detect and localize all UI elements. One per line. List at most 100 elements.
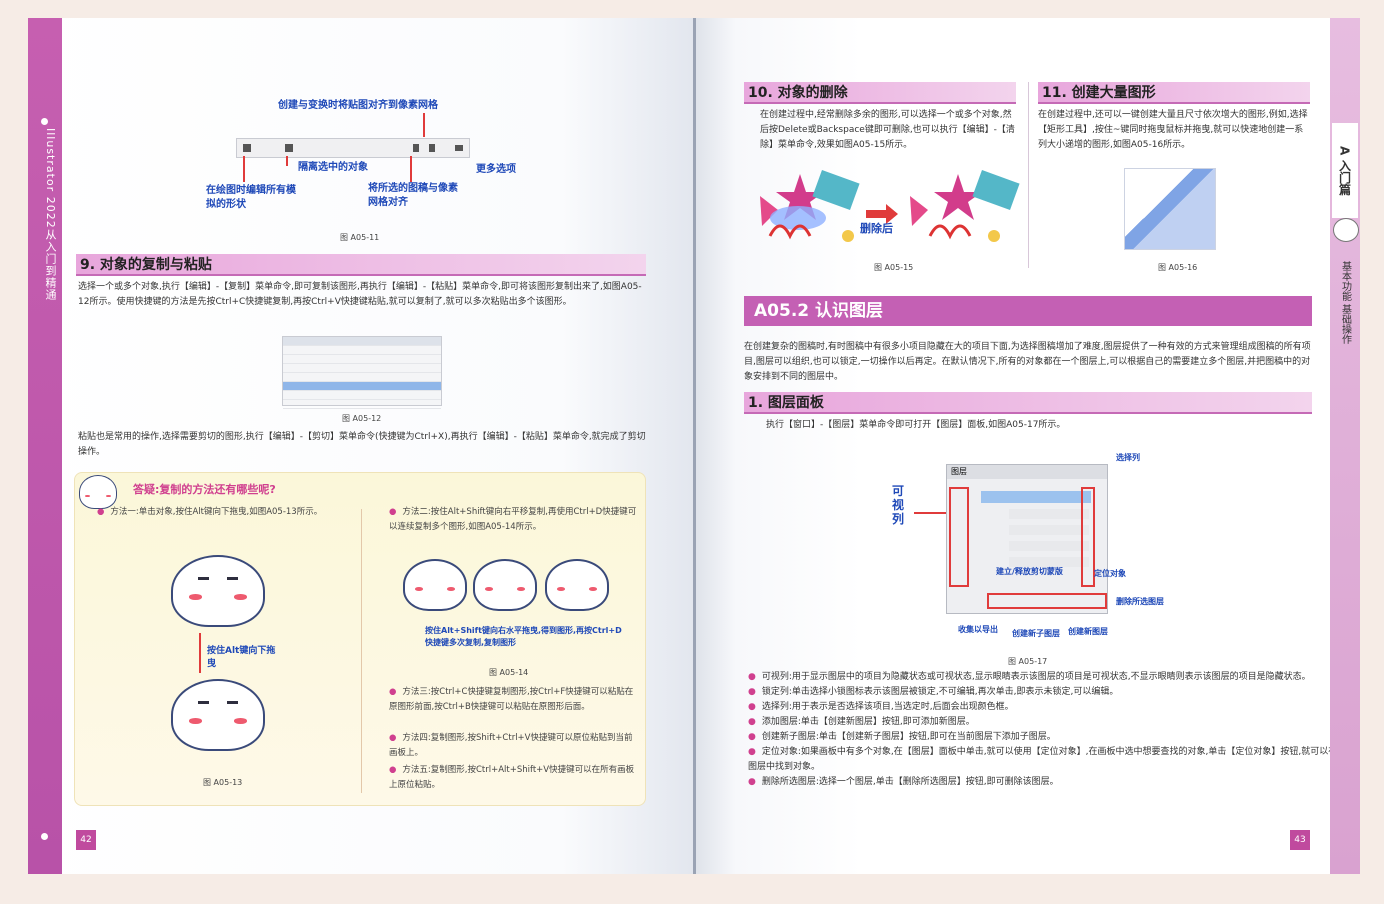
arrow-visible [914, 512, 946, 514]
ghost-row-1 [403, 559, 467, 611]
ghost-blush [234, 594, 247, 600]
bullet-item: ●锁定列:单击选择小锁图标表示该图层被锁定,不可编辑,再次单击,即表示未锁定,可… [748, 685, 1338, 700]
ghost-eye [198, 577, 209, 580]
label-new-layer: 创建新图层 [1068, 627, 1108, 636]
bullet-icon: ● [389, 733, 397, 743]
bullet-icon: ● [389, 765, 397, 775]
mascot-blush [85, 494, 91, 498]
ghost-blush [484, 587, 493, 592]
layers-panel-screenshot: 图层 [946, 464, 1108, 614]
layers-panel-title: 图层 [947, 465, 1107, 479]
bullet-icon: ● [748, 777, 756, 787]
caption-fig-14: 图 A05-14 [489, 668, 529, 677]
part-tab: A 入门篇 [1332, 123, 1358, 218]
method-4-text: 方法四:复制图形,按Shift+Ctrl+V快捷键可以原位粘贴到当前画板上。 [389, 733, 633, 758]
page-number-left: 42 [76, 830, 96, 850]
label-select-column: 选择列 [1116, 453, 1140, 462]
ghost-eye [227, 701, 238, 704]
ghost-blush [517, 587, 526, 592]
ghost-blush [414, 587, 423, 592]
chapter-tab: 基本功能 基础操作 [1339, 261, 1351, 345]
label-delete-layer: 删除所选图层 [1116, 597, 1164, 606]
callout-arrow-1 [243, 156, 245, 182]
drag-arrow [199, 633, 201, 673]
layer-row-selected [981, 491, 1091, 503]
label-locate-object: 定位对象 [1094, 569, 1126, 578]
bullet-item: ●选择列:用于表示是否选择该项目,当选定时,后面会出现颜色框。 [748, 700, 1338, 715]
menu-bar [283, 337, 441, 346]
ghost-original [171, 555, 265, 627]
bullet-icon: ● [748, 747, 756, 757]
label-new-sublayer: 创建新子图层 [1012, 629, 1060, 638]
layers-bullet-list: ●可视列:用于显示图层中的项目为隐藏状态或可视状态,显示眼睛表示该图层的项目是可… [748, 670, 1338, 790]
fig14-label: 按住Alt+Shift键向右水平拖曳,得到图形,再按Ctrl+D快捷键多次复制,… [425, 626, 622, 647]
layer-row [1009, 525, 1089, 535]
ghost-copy [171, 679, 265, 751]
right-edge-strip: A 入门篇 基本功能 基础操作 [1330, 18, 1360, 874]
fig13-label: 按住Alt键向下拖曳 [207, 646, 276, 669]
bullet-icon: ● [389, 507, 397, 517]
ghost-blush [556, 587, 565, 592]
tip-method-5: ●方法五:复制图形,按Ctrl+Alt+Shift+V快捷键可以在所有画板上原位… [389, 763, 639, 793]
mascot-icon [1333, 218, 1359, 242]
tip-method-2: ●方法二:按住Alt+Shift键向右平移复制,再使用Ctrl+D快捷键可以连续… [389, 505, 639, 535]
layer-row [1009, 557, 1089, 567]
tip-box: 答疑:复制的方法还有哪些呢? ● 方法一:单击对象,按住Alt键向下拖曳,如图A0… [74, 472, 646, 806]
section-11-paragraph: 在创建过程中,还可以一键创建大量且尺寸依次增大的图形,例如,选择【矩形工具】,按… [1038, 110, 1308, 150]
ghost-blush [589, 587, 598, 592]
callout-edit-shapes: 在绘图时编辑所有模拟的形状 [206, 185, 296, 210]
delete-figure-art: 删除后 [750, 166, 1020, 256]
bullet-item: ●可视列:用于显示图层中的项目为隐藏状态或可视状态,显示眼睛表示该图层的项目是可… [748, 670, 1338, 685]
callout-isolate-selected: 隔离选中的对象 [298, 162, 368, 173]
bullet-icon: ● [748, 732, 756, 742]
label-visible-column: 可视列 [892, 484, 905, 526]
section-a052-paragraph: 在创建复杂的图稿时,有时图稿中有很多小项目隐藏在大的项目下面,为选择图稿增加了难… [744, 342, 1311, 382]
edit-menu-screenshot [282, 336, 442, 409]
bullet-icon: ● [97, 507, 105, 517]
bullet-text: 创建新子图层:单击【创建新子图层】按钮,即可在当前图层下添加子图层。 [761, 732, 1056, 742]
toolbar-figure-11 [236, 138, 470, 158]
after-delete-label: 删除后 [860, 222, 893, 235]
caption-fig-12: 图 A05-12 [342, 414, 382, 423]
section-a052-heading: A05.2 认识图层 [744, 296, 1312, 326]
ghost-blush [234, 718, 247, 724]
bullet-icon: ● [748, 672, 756, 682]
tip-title: 答疑:复制的方法还有哪些呢? [133, 483, 276, 496]
mascot-blush [105, 494, 111, 498]
caption-fig-13: 图 A05-13 [203, 778, 243, 787]
method-1-text: 方法一:单击对象,按住Alt键向下拖曳,如图A05-13所示。 [110, 507, 323, 517]
method-3-text: 方法三:按Ctrl+C快捷键复制图形,按Ctrl+F快捷键可以粘贴在原图形前面,… [389, 687, 634, 712]
ghost-eye [227, 577, 238, 580]
menu-row [283, 364, 441, 373]
menu-row [283, 373, 441, 382]
left-page: Illustrator 2022从入门到精通 创建与变换时将贴图对齐到像素网格 … [28, 18, 696, 874]
toolbar-icons [243, 144, 463, 152]
ghost-blush [189, 718, 202, 724]
bullet-icon: ● [389, 687, 397, 697]
strip-dot-top [41, 118, 48, 125]
right-page: 10. 对象的删除 在创建过程中,经常删除多余的图形,可以选择一个或多个对象,然… [696, 18, 1360, 874]
tip-divider [361, 509, 362, 793]
page-number-right: 43 [1290, 830, 1310, 850]
menu-row [283, 355, 441, 364]
tip-method-3: ●方法三:按Ctrl+C快捷键复制图形,按Ctrl+F快捷键可以粘贴在原图形前面… [389, 685, 639, 715]
section-9-paragraph: 选择一个或多个对象,执行【编辑】-【复制】菜单命令,即可复制该图形,再执行【编辑… [78, 282, 642, 307]
bullet-icon: ● [748, 687, 756, 697]
spine-title: Illustrator 2022从入门到精通 [44, 128, 57, 301]
bullet-text: 删除所选图层:选择一个图层,单击【删除所选图层】按钮,即可删除该图层。 [761, 777, 1059, 787]
callout-align-selected: 将所选的图稿与像素网格对齐 [368, 183, 458, 208]
layer-row [1009, 541, 1089, 551]
panel-buttons-highlight [987, 593, 1107, 609]
visible-column-highlight [949, 487, 969, 587]
section-9-heading: 9. 对象的复制与粘贴 [76, 254, 646, 276]
ghost-eye [198, 701, 209, 704]
menu-row [283, 400, 441, 409]
callout-more-options: 更多选项 [476, 164, 516, 175]
tip-method-4: ●方法四:复制图形,按Shift+Ctrl+V快捷键可以原位粘贴到当前画板上。 [389, 731, 639, 761]
label-clipping-mask: 建立/释放剪切蒙版 [996, 567, 1063, 576]
bullet-text: 添加图层:单击【创建新图层】按钮,即可添加新图层。 [761, 717, 975, 727]
bullet-item: ● 创建新子图层:单击【创建新子图层】按钮,即可在当前图层下添加子图层。 [748, 730, 1338, 745]
bullet-icon: ● [748, 702, 756, 712]
delete-illustration [760, 170, 1020, 242]
method-5-text: 方法五:复制图形,按Ctrl+Alt+Shift+V快捷键可以在所有画板上原位粘… [389, 765, 635, 790]
